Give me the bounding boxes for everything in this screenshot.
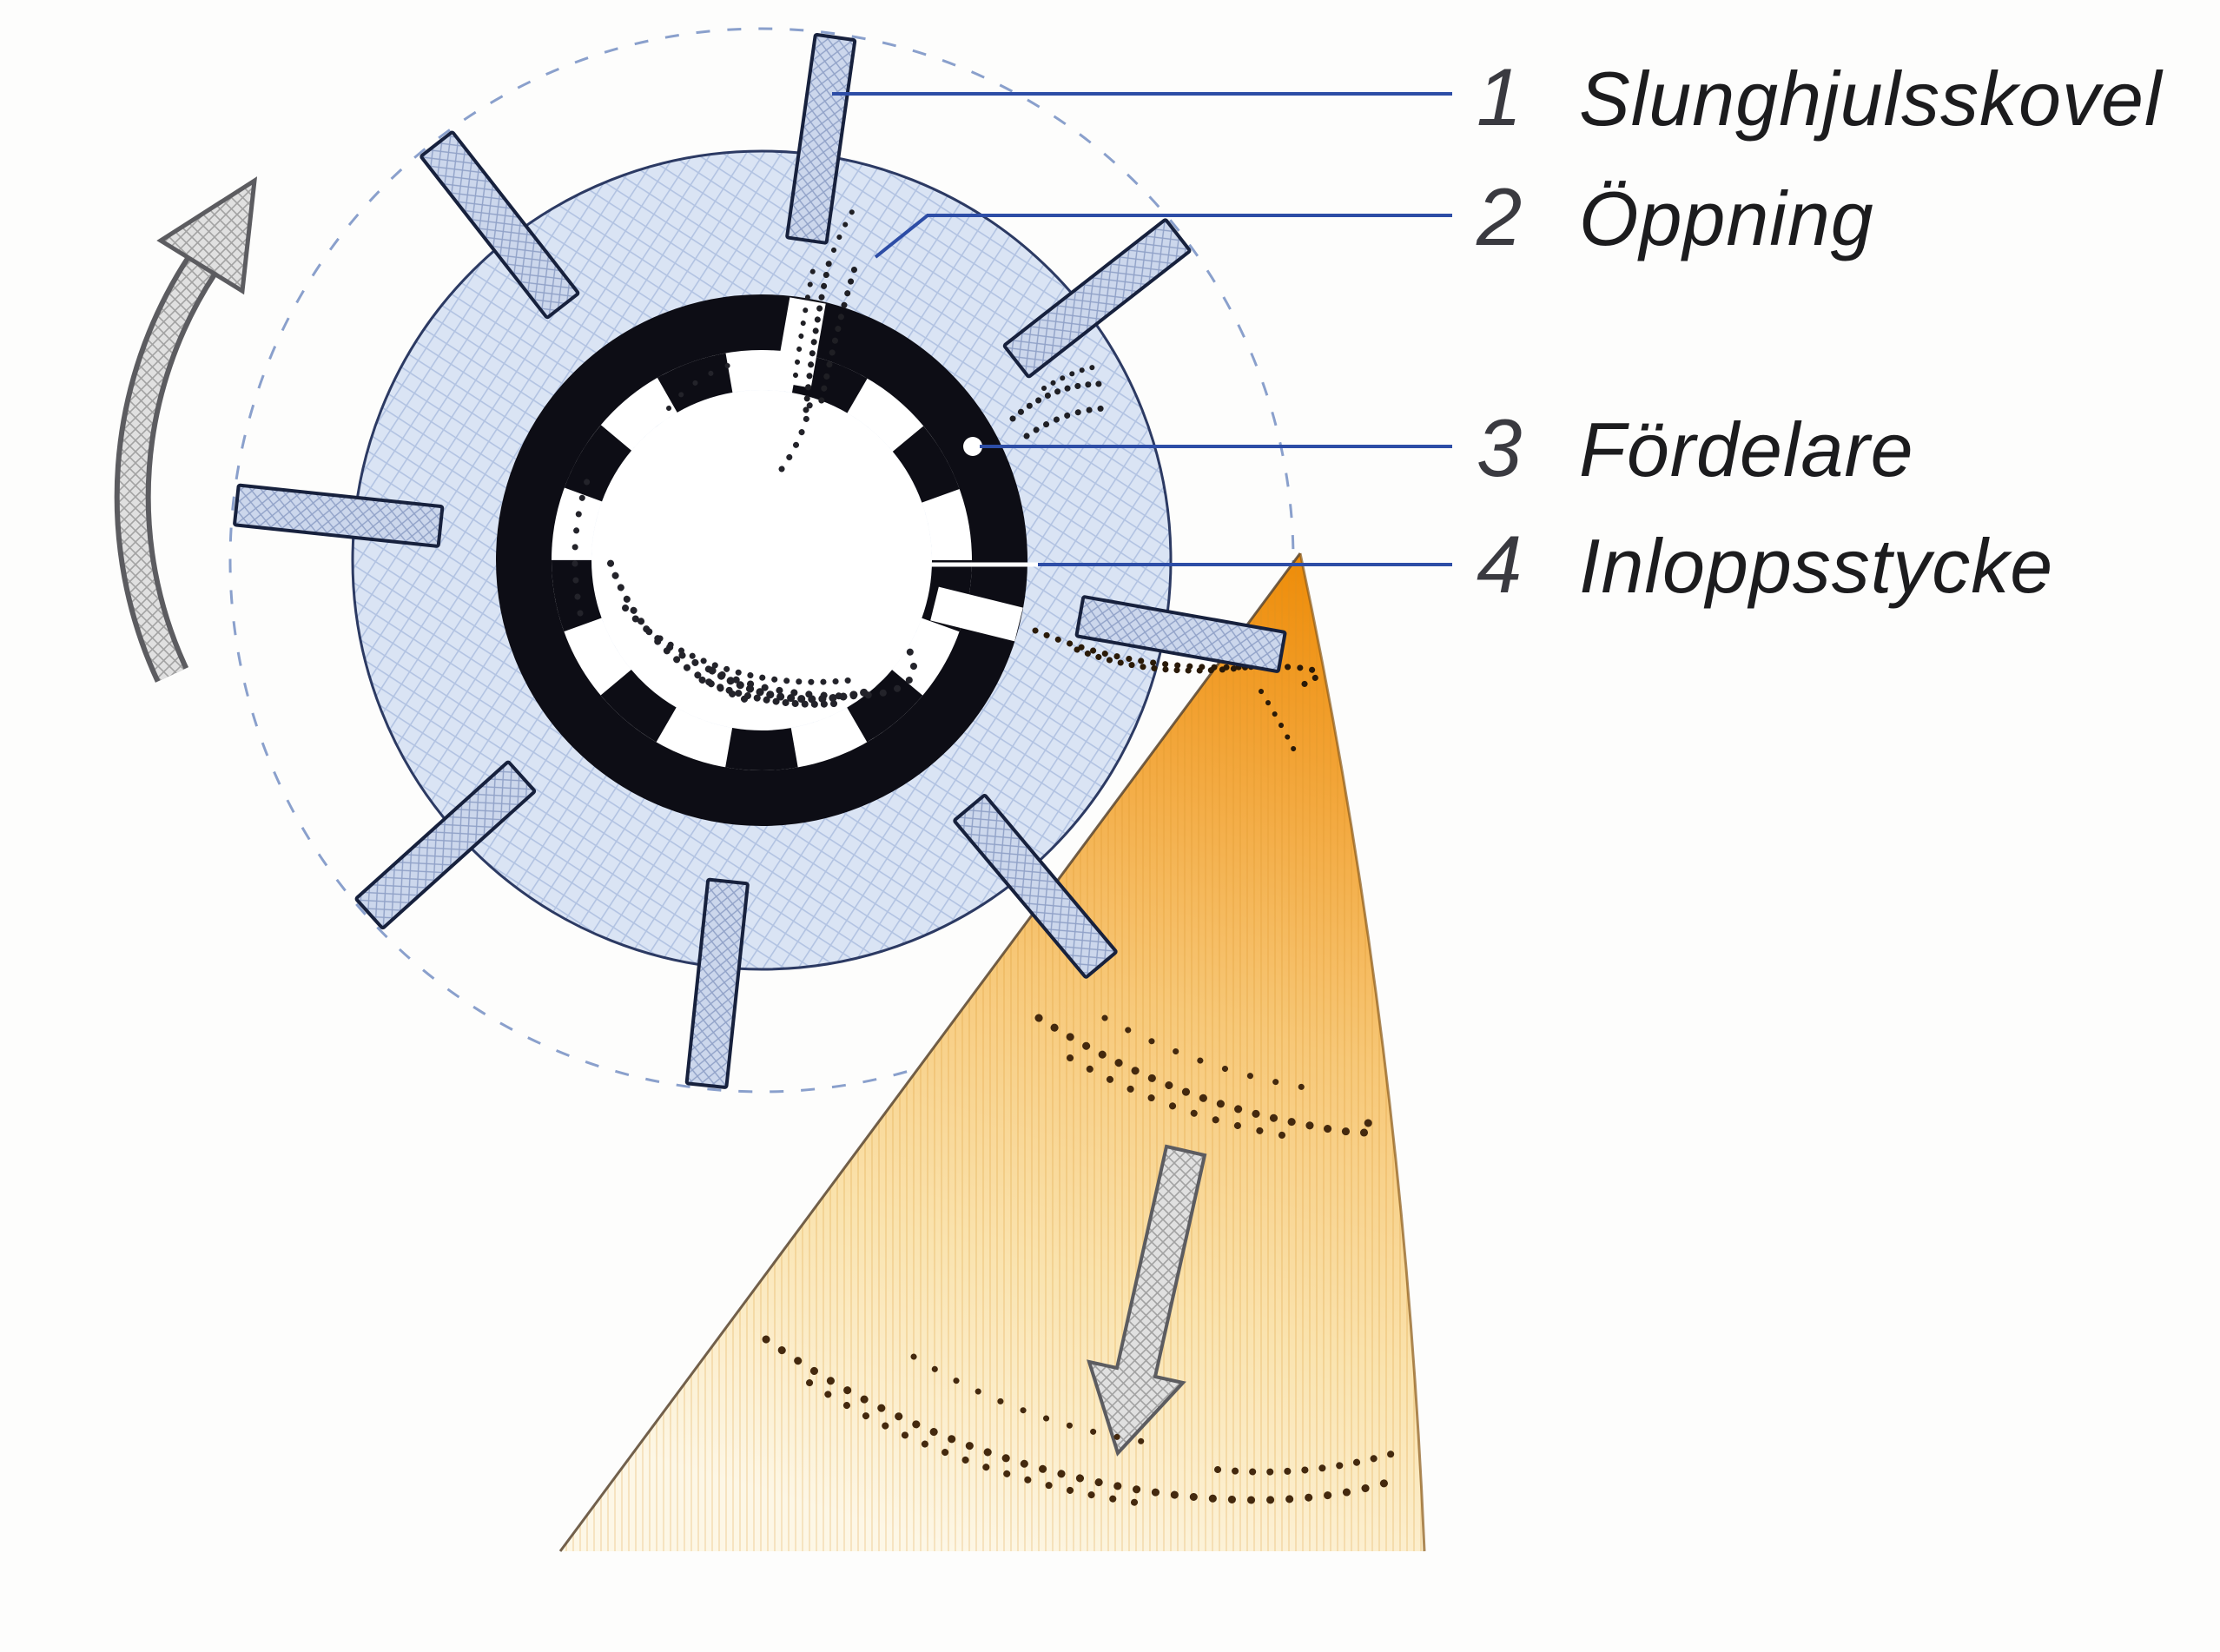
distributor-outer-ring bbox=[496, 294, 1027, 826]
leader-lines bbox=[832, 92, 1452, 567]
particle-cluster-upper-right bbox=[1009, 364, 1110, 439]
outer-dashed-circle bbox=[228, 27, 1295, 1094]
impeller-blade bbox=[1002, 218, 1192, 379]
impeller-blade bbox=[354, 760, 537, 930]
rotation-arrow-head bbox=[156, 176, 258, 295]
rotation-arrow-icon bbox=[114, 176, 258, 683]
flow-arrow-icon bbox=[1087, 1144, 1207, 1457]
particle-stream-top bbox=[793, 199, 861, 413]
inlet-particle-dots bbox=[572, 359, 917, 708]
spray-right-edge bbox=[1298, 552, 1426, 1552]
inlet-circle bbox=[591, 390, 932, 730]
impeller-blade bbox=[233, 483, 445, 548]
spray-cone bbox=[558, 552, 1426, 1552]
impeller-blade bbox=[420, 130, 580, 320]
leader-dot-3 bbox=[963, 437, 982, 456]
ring-opening-top bbox=[775, 297, 826, 388]
impeller-blade bbox=[1074, 595, 1287, 673]
distributor-segment-ring bbox=[552, 350, 972, 770]
spray-left-edge bbox=[558, 552, 1302, 1552]
leader-line-2 bbox=[874, 214, 1452, 259]
rotation-arrow-body bbox=[119, 258, 213, 681]
impeller-blade bbox=[684, 877, 750, 1089]
impeller-blade bbox=[953, 794, 1118, 979]
impeller-blade bbox=[785, 32, 857, 245]
spray-cone-texture bbox=[560, 553, 1424, 1551]
impeller-blades bbox=[233, 32, 1287, 1089]
spray-particle-trails bbox=[762, 1014, 1404, 1508]
particle-stream-right bbox=[1032, 627, 1321, 757]
ring-opening-right bbox=[930, 586, 1023, 642]
